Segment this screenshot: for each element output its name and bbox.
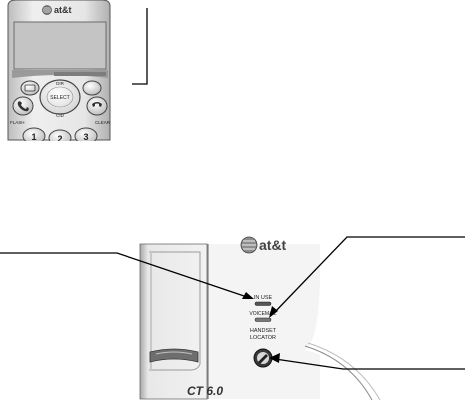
select-label: SELECT <box>50 95 69 101</box>
navigation-key[interactable] <box>39 79 81 115</box>
arrow-in-use-icon <box>242 292 254 299</box>
in-use-label: IN USE <box>254 295 273 301</box>
base-logo-icon <box>240 236 258 254</box>
callout-locator <box>274 358 465 370</box>
model-text: CT 6.0 <box>187 384 223 398</box>
svg-text:1: 1 <box>31 132 36 142</box>
arrow-locator-icon <box>269 353 280 363</box>
clear-label: CLEAR <box>95 120 111 125</box>
off-button[interactable] <box>86 96 108 116</box>
callout-in-use <box>0 252 248 298</box>
handset-locator-icon <box>258 354 268 364</box>
arrow-voicemail-icon <box>269 306 278 318</box>
phone-icon <box>17 101 29 112</box>
callout-lines <box>0 236 465 370</box>
voicemail-led <box>254 317 272 322</box>
handset-locator-label-line1: HANDSET <box>250 328 277 334</box>
callout-voicemail <box>272 236 465 315</box>
voicemail-label: VOICEMAIL <box>249 311 276 317</box>
handset-display <box>13 21 107 70</box>
in-use-led <box>254 301 272 306</box>
right-soft-button[interactable] <box>82 80 102 96</box>
handset-locator-label-line2: LOCATOR <box>250 335 276 341</box>
hang-up-icon <box>92 102 102 107</box>
base-brand: at&t <box>259 237 287 253</box>
handset-brand: at&t <box>54 5 72 15</box>
talk-button[interactable] <box>12 96 34 116</box>
flash-label: FLASH <box>10 120 25 125</box>
dir-label: DIR <box>56 81 65 86</box>
svg-text:3: 3 <box>83 132 88 142</box>
cid-label: CID <box>56 113 65 118</box>
menu-button[interactable] <box>20 80 40 96</box>
charging-slot <box>149 348 199 363</box>
handset: at&t DIR SELECT CID <box>0 0 120 151</box>
svg-text:2: 2 <box>57 134 62 144</box>
base-unit: at&t IN USE VOICEMAIL HANDSET LOCATOR CT… <box>130 236 390 410</box>
handset-bracket <box>132 8 148 85</box>
